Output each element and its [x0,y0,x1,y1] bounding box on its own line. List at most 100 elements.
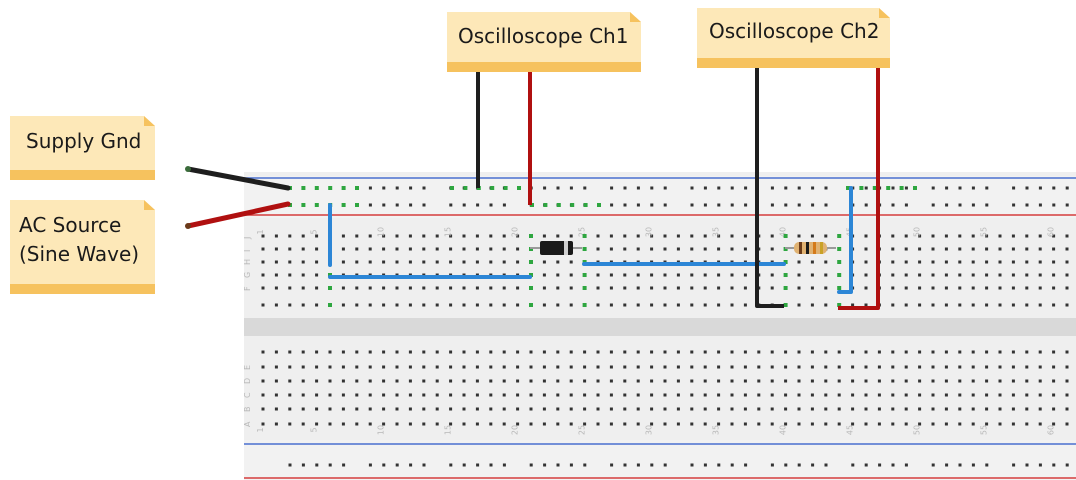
hole [797,422,801,426]
hole [556,273,560,277]
hole [676,407,680,411]
hole [355,303,359,307]
hole [529,407,533,411]
hole [891,303,895,307]
rail-hole [502,203,506,207]
hole [408,260,412,264]
diode[interactable] [530,241,582,255]
resistor-band-1 [799,242,802,254]
hole [864,379,868,383]
hole [301,286,305,290]
rail-hole [556,186,560,190]
hole [864,407,868,411]
ac-source-wire[interactable] [185,201,291,229]
hole [770,273,774,277]
hole [985,247,989,251]
rail-hole [1065,203,1069,207]
hole [837,365,841,369]
connected-hole [529,273,533,277]
hole [770,247,774,251]
rail-hole [543,186,547,190]
hole [636,273,640,277]
hole [1038,407,1042,411]
hole [489,422,493,426]
hole [355,365,359,369]
hole [1011,365,1015,369]
hole [341,407,345,411]
hole [382,365,386,369]
hole [797,365,801,369]
hole [609,393,613,397]
hole [998,407,1002,411]
hole [1011,407,1015,411]
hole [529,350,533,354]
hole [904,379,908,383]
ch2-black-wire[interactable] [755,68,784,308]
connected-hole [355,203,359,207]
hole [877,379,881,383]
hole [1011,303,1015,307]
resistor-band-2 [806,242,809,254]
hole [918,393,922,397]
column-number: 55 [980,425,989,435]
hole [435,350,439,354]
hole [1052,422,1056,426]
hole [583,422,587,426]
hole [542,273,546,277]
hole [341,260,345,264]
hole [341,234,345,238]
note-fold [879,8,890,18]
hole [435,407,439,411]
hole [529,393,533,397]
diode-body [540,241,573,255]
hole [516,365,520,369]
resistor[interactable] [785,242,836,254]
hole [274,422,278,426]
hole [382,247,386,251]
hole [1025,247,1029,251]
rail-hole [730,463,734,467]
hole [288,234,292,238]
hole [770,350,774,354]
connected-hole [314,186,319,190]
hole [569,365,573,369]
hole [743,365,747,369]
hole [301,407,305,411]
connected-hole [328,186,333,190]
rail-hole [958,186,962,190]
connected-hole [529,234,533,238]
column-number: 40 [779,227,788,237]
hole [730,234,734,238]
hole [958,407,962,411]
hole [971,247,975,251]
connected-hole [783,303,788,307]
hole [328,407,332,411]
hole [596,247,600,251]
rail-hole [864,203,868,207]
hole [315,407,319,411]
hole [663,286,667,290]
rail-hole [556,463,560,467]
hole [502,303,506,307]
ch2-red-wire[interactable] [838,68,880,310]
hole [502,365,506,369]
hole [998,273,1002,277]
rail-hole [610,463,614,467]
connected-hole [837,286,842,290]
row-letter: B [243,407,252,413]
connected-hole [543,203,548,207]
blue-wire-to-ground-rail[interactable] [837,186,853,294]
connected-hole [341,203,346,207]
hole [931,260,935,264]
hole [556,422,560,426]
hole [462,303,466,307]
hole [958,260,962,264]
hole [703,286,707,290]
hole [958,350,962,354]
hole [596,234,600,238]
hole [797,350,801,354]
hole [636,379,640,383]
rail-hole [1038,186,1042,190]
hole [596,303,600,307]
supply-gnd-wire[interactable] [185,166,291,191]
